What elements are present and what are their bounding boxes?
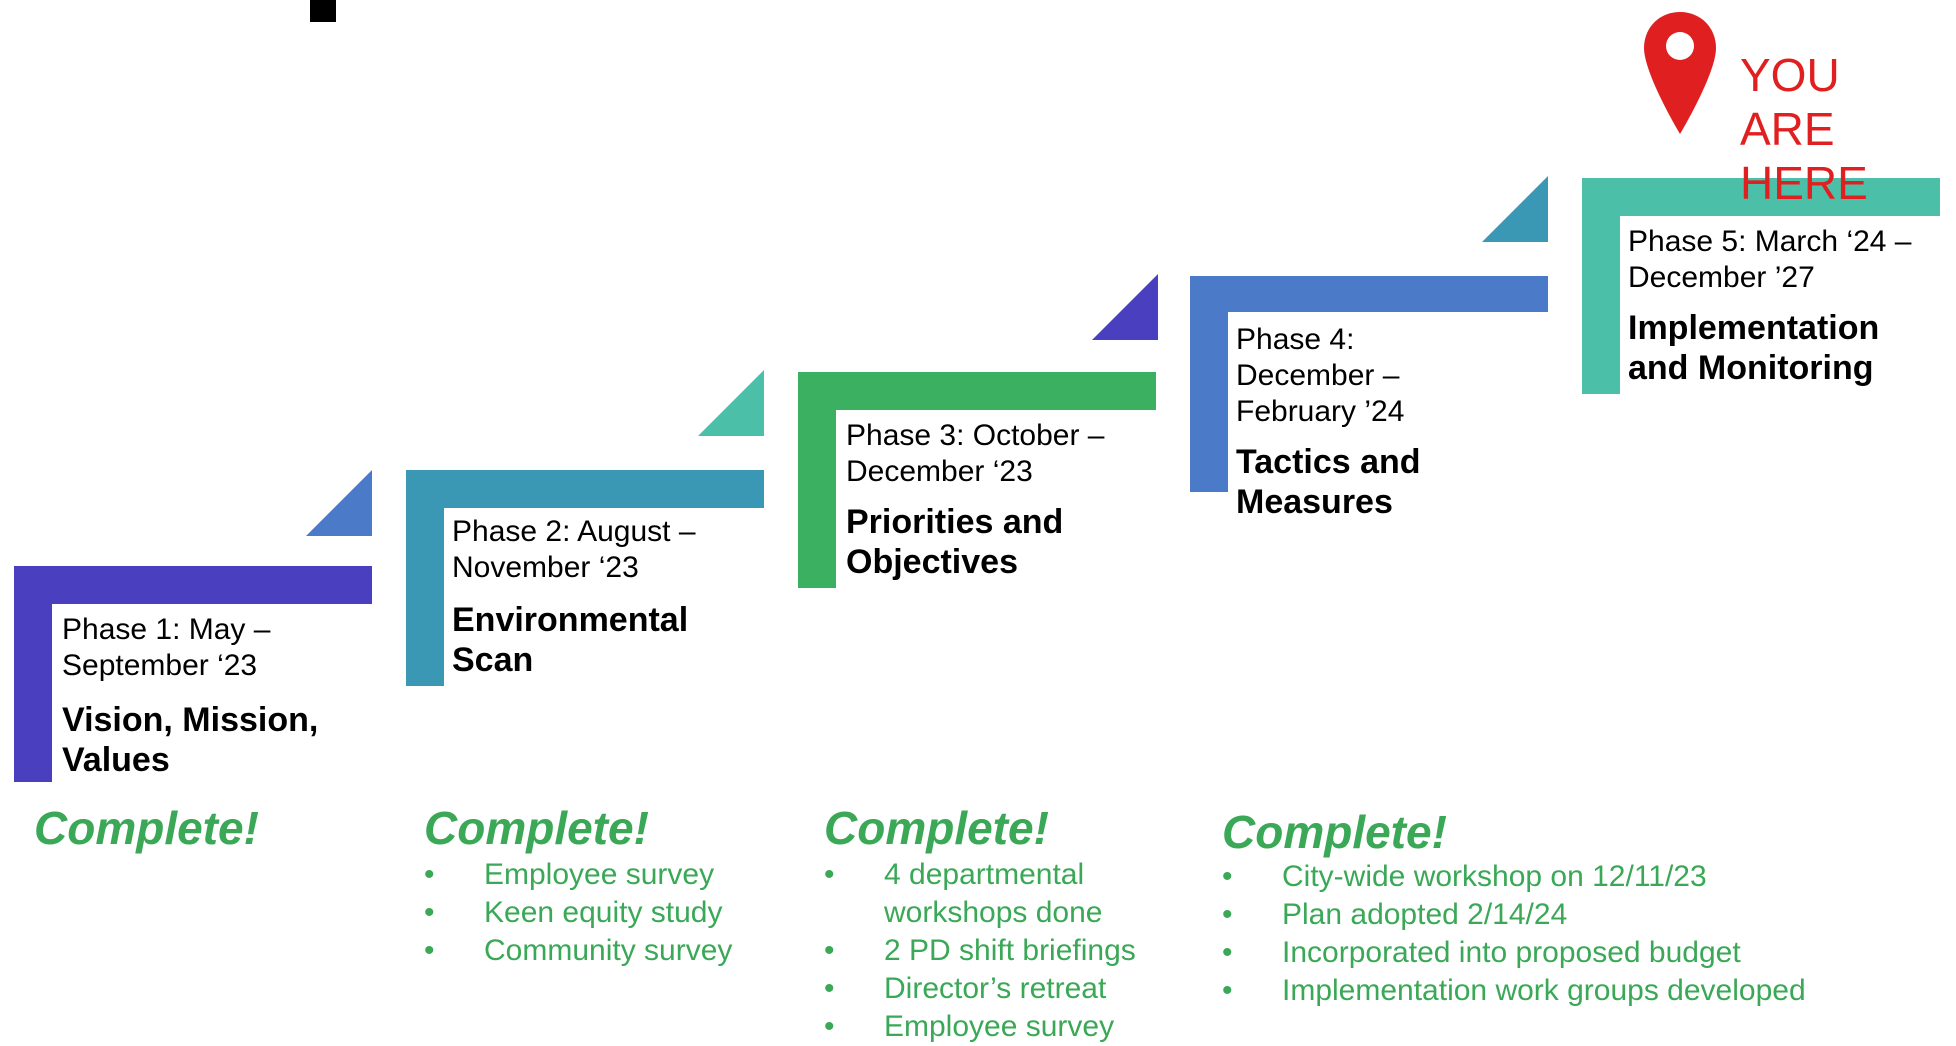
- list-item-text: Keen equity study: [484, 896, 723, 929]
- bullet-icon: •: [824, 934, 835, 967]
- phase-2-step-arrow: [698, 370, 764, 436]
- status-label-2: Complete!: [424, 802, 649, 854]
- phase-5-bar-top: [1582, 178, 1940, 216]
- phase-4-bar-top: [1190, 276, 1548, 312]
- phase-3-dates: Phase 3: October – December ‘23: [846, 419, 1105, 488]
- list-item: • Employee survey: [424, 856, 784, 894]
- list-item-text: Community survey: [484, 934, 733, 967]
- phase-2-name: Environmental Scan: [452, 600, 742, 680]
- phase-4-dates: Phase 4: December – February ’24: [1236, 323, 1405, 428]
- title-fragment: [310, 0, 336, 22]
- list-item: • City-wide workshop on 12/11/23: [1222, 858, 1942, 896]
- phase-3-bar-left: [798, 372, 836, 588]
- phase-3-bar-top: [798, 372, 1156, 410]
- phase-2-dates: Phase 2: August – November ‘23: [452, 515, 696, 584]
- phase-5-dates: Phase 5: March ‘24 – December ’27: [1628, 225, 1912, 294]
- phase-3-name-text: Priorities and Objectives: [846, 503, 1064, 581]
- status-label-1: Complete!: [34, 802, 259, 854]
- list-item: • Director’s retreat: [824, 970, 1164, 1008]
- bullet-icon: •: [1222, 936, 1233, 969]
- phase-5-bar-left: [1582, 178, 1620, 394]
- phase-1-name: Vision, Mission, Values: [62, 700, 362, 780]
- phase-5-name-text: Implementation and Monitoring: [1628, 309, 1880, 387]
- bullet-icon: •: [1222, 974, 1233, 1007]
- status-label-3: Complete!: [824, 802, 1049, 854]
- status-list-4: • City-wide workshop on 12/11/23 • Plan ad…: [1222, 858, 1942, 1010]
- bullet-icon: •: [824, 1010, 835, 1043]
- list-item-text: Incorporated into proposed budget: [1282, 936, 1741, 969]
- phase-3-step-arrow: [1092, 274, 1158, 340]
- phase-1-bar-left: [14, 566, 52, 782]
- phase-1-name-text: Vision, Mission, Values: [62, 701, 319, 779]
- list-item: • Implementation work groups developed: [1222, 972, 1942, 1010]
- status-label-4: Complete!: [1222, 806, 1447, 858]
- bullet-icon: •: [1222, 860, 1233, 893]
- bullet-icon: •: [1222, 898, 1233, 931]
- list-item-text: Employee survey: [484, 858, 715, 891]
- bullet-icon: •: [424, 896, 435, 929]
- list-item-text: Plan adopted 2/14/24: [1282, 898, 1568, 931]
- phase-2-bar-left: [406, 470, 444, 686]
- list-item: • 2 PD shift briefings: [824, 932, 1164, 970]
- bullet-icon: •: [824, 972, 835, 1005]
- status-list-3: • 4 departmental workshops done • 2 PD shi…: [824, 856, 1164, 1046]
- phase-4-name-text: Tactics and Measures: [1236, 443, 1421, 521]
- phase-3-name: Priorities and Objectives: [846, 502, 1146, 582]
- phase-2-bar-top: [406, 470, 764, 508]
- list-item-text: 2 PD shift briefings: [884, 934, 1136, 967]
- list-item: • Community survey: [424, 932, 784, 970]
- list-item-text: City-wide workshop on 12/11/23: [1282, 860, 1707, 893]
- phase-2-name-text: Environmental Scan: [452, 601, 689, 679]
- list-item-text: Director’s retreat: [884, 972, 1107, 1005]
- phase-5-name: Implementation and Monitoring: [1628, 308, 1948, 388]
- phase-1-step-arrow: [306, 470, 372, 536]
- phase-4-name: Tactics and Measures: [1236, 442, 1476, 522]
- you-are-here-text: YOU ARE HERE: [1740, 49, 1868, 209]
- list-item: • Incorporated into proposed budget: [1222, 934, 1942, 972]
- list-item-text: Employee survey: [884, 1010, 1115, 1043]
- list-item: • Plan adopted 2/14/24: [1222, 896, 1942, 934]
- list-item: • Employee survey: [824, 1008, 1164, 1046]
- phase-1-bar-top: [14, 566, 372, 604]
- bullet-icon: •: [424, 934, 435, 967]
- phase-1-dates: Phase 1: May – September ‘23: [62, 613, 271, 682]
- you-are-here-label: YOU ARE HERE: [1740, 48, 1940, 210]
- phase-4-step-arrow: [1482, 176, 1548, 242]
- status-list-2: • Employee survey • Keen equity study • Com…: [424, 856, 784, 970]
- phase-4-bar-left: [1190, 276, 1228, 492]
- list-item: • Keen equity study: [424, 894, 784, 932]
- list-item-text: 4 departmental workshops done: [884, 858, 1103, 929]
- bullet-icon: •: [424, 858, 435, 891]
- map-pin-icon: [1640, 8, 1720, 138]
- list-item: • 4 departmental workshops done: [824, 856, 1164, 932]
- bullet-icon: •: [824, 858, 835, 891]
- list-item-text: Implementation work groups developed: [1282, 974, 1806, 1007]
